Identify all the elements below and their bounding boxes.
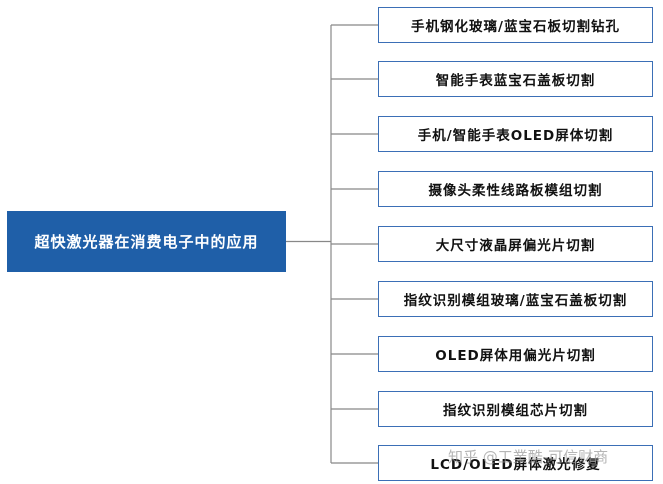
root-node: 超快激光器在消费电子中的应用	[7, 211, 286, 272]
branch-node-label: LCD/OLED屏体激光修复	[430, 457, 601, 473]
branch-node: 指纹识别模组玻璃/蓝宝石盖板切割	[378, 281, 653, 317]
branch-node-label: OLED屏体用偏光片切割	[435, 348, 596, 364]
branch-node-label: 摄像头柔性线路板模组切割	[428, 183, 603, 199]
branch-node: OLED屏体用偏光片切割	[378, 336, 653, 372]
branch-node-label: 手机钢化玻璃/蓝宝石板切割钻孔	[411, 19, 620, 35]
branch-node-label: 指纹识别模组芯片切割	[443, 403, 588, 419]
branch-node-label: 大尺寸液晶屏偏光片切割	[435, 238, 596, 254]
branch-node: LCD/OLED屏体激光修复	[378, 445, 653, 481]
branch-node: 智能手表蓝宝石盖板切割	[378, 61, 653, 97]
branch-node: 摄像头柔性线路板模组切割	[378, 171, 653, 207]
branch-node-label: 智能手表蓝宝石盖板切割	[435, 73, 596, 89]
root-node-label: 超快激光器在消费电子中的应用	[34, 233, 259, 251]
branch-node: 指纹识别模组芯片切割	[378, 391, 653, 427]
branch-node: 大尺寸液晶屏偏光片切割	[378, 226, 653, 262]
branch-node-label: 指纹识别模组玻璃/蓝宝石盖板切割	[403, 293, 628, 309]
branch-node-label: 手机/智能手表OLED屏体切割	[417, 128, 614, 144]
branch-node: 手机/智能手表OLED屏体切割	[378, 116, 653, 152]
branch-node: 手机钢化玻璃/蓝宝石板切割钻孔	[378, 7, 653, 43]
